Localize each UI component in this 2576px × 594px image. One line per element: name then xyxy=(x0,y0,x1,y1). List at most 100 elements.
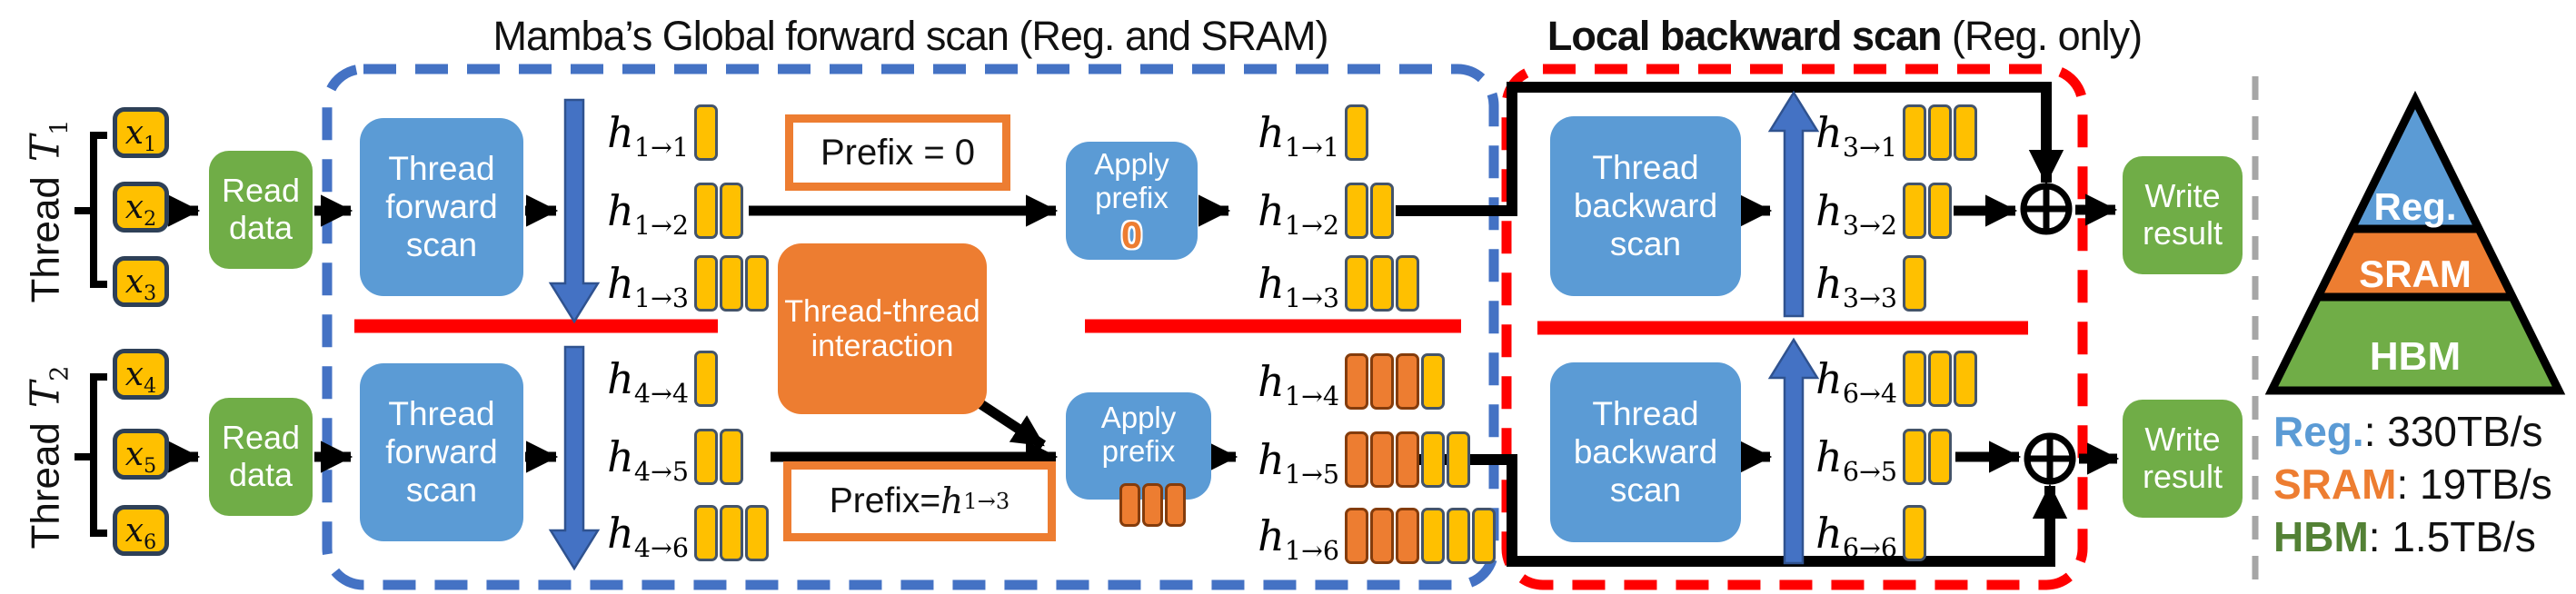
state-bar-yellow xyxy=(1396,255,1419,312)
state-bar-orange xyxy=(1370,431,1394,488)
state-bar-yellow xyxy=(1954,104,1977,161)
pyramid-label-reg: Reg. xyxy=(2373,185,2457,228)
h-state-row: h1→1 xyxy=(1228,102,1368,163)
state-bar-yellow xyxy=(694,255,718,312)
forward-scan-arrow-bottom xyxy=(548,345,601,571)
backward-scan-arrow-bottom xyxy=(1767,337,1820,565)
h-state-row: h3→1 xyxy=(1803,102,1977,163)
write-result-box-bottom: Write result xyxy=(2123,400,2243,518)
bracket-thread2 xyxy=(75,373,107,537)
state-bar-yellow xyxy=(694,104,718,161)
h-state-row: h1→2 xyxy=(582,180,743,242)
state-bar-yellow xyxy=(1903,429,1926,485)
apply-prefix-box-top: Apply prefix 0 xyxy=(1066,142,1198,260)
input-x1: x1 xyxy=(113,107,169,158)
state-bar-orange xyxy=(1370,508,1394,564)
thread-brackets xyxy=(75,132,107,537)
combine-operators xyxy=(2020,183,2076,485)
state-bar-yellow xyxy=(1472,508,1496,564)
state-bar-yellow xyxy=(1370,183,1394,239)
read-data-box-top: Read data xyxy=(209,151,313,269)
state-bar-orange xyxy=(1345,353,1368,410)
state-bar-yellow xyxy=(694,505,718,561)
state-bar-yellow xyxy=(1903,183,1926,239)
thread-backward-scan-box-bottom: Thread backward scan xyxy=(1550,362,1741,542)
state-bar-orange xyxy=(1396,431,1419,488)
state-bar-yellow xyxy=(1421,353,1445,410)
arrow-interaction-to-apply xyxy=(976,399,1047,450)
thread-row-separator-lines xyxy=(354,319,2028,335)
state-bar-yellow xyxy=(1928,429,1952,485)
legend-row-reg: Reg.: 330TB/s xyxy=(2273,408,2543,455)
pyramid-layer-hbm xyxy=(2272,297,2559,391)
state-bar-yellow xyxy=(1447,431,1470,488)
h-state-row: h1→4 xyxy=(1228,351,1445,412)
state-bar-yellow xyxy=(1447,508,1470,564)
h-state-row: h3→2 xyxy=(1803,180,1952,242)
state-bar-yellow xyxy=(1928,183,1952,239)
state-bar-yellow xyxy=(1903,104,1926,161)
input-x4: x4 xyxy=(113,349,169,400)
h-state-row: h1→3 xyxy=(1228,252,1419,314)
h-state-row: h1→6 xyxy=(1228,505,1496,567)
memory-pyramid xyxy=(2264,90,2566,395)
h-state-row: h6→6 xyxy=(1803,502,1926,564)
local-scan-title: Local backward scan (Reg. only) xyxy=(1547,13,2143,59)
state-bar-yellow xyxy=(1903,351,1926,407)
state-bar-orange xyxy=(1345,431,1368,488)
state-bar-yellow xyxy=(720,255,743,312)
backward-scan-arrow-top xyxy=(1767,90,1820,318)
local-backward-scan-container-border xyxy=(1501,64,2088,590)
state-bar-yellow xyxy=(1954,351,1977,407)
state-bar-yellow xyxy=(1903,255,1926,312)
thread-forward-scan-box-top: Thread forward scan xyxy=(360,118,523,296)
state-bar-yellow xyxy=(1928,351,1952,407)
state-bar-yellow xyxy=(1370,255,1394,312)
prefix-zero-label-box: Prefix = 0 xyxy=(785,114,1010,191)
state-bar-orange xyxy=(1396,353,1419,410)
state-bar-yellow xyxy=(720,429,743,485)
thread-forward-scan-box-bottom: Thread forward scan xyxy=(360,363,523,541)
h-state-row: h1→3 xyxy=(582,252,769,314)
bracket-thread1 xyxy=(75,132,107,288)
state-bar-orange xyxy=(1119,483,1140,527)
state-bar-yellow xyxy=(720,505,743,561)
pyramid-label-hbm: HBM xyxy=(2369,334,2462,379)
state-bar-yellow xyxy=(745,255,769,312)
input-x5: x5 xyxy=(113,429,169,480)
state-bar-yellow xyxy=(694,351,718,407)
h-state-row: h6→4 xyxy=(1803,348,1977,410)
write-result-box-top: Write result xyxy=(2123,156,2243,274)
thread-interaction-box: Thread-thread interaction xyxy=(778,243,987,414)
state-bar-orange xyxy=(1165,483,1186,527)
state-bar-yellow xyxy=(1421,431,1445,488)
pyramid-label-sram: SRAM xyxy=(2359,252,2472,295)
state-bar-orange xyxy=(1370,353,1394,410)
thread2-label: Thread T2 xyxy=(22,364,75,549)
state-bar-yellow xyxy=(1345,104,1368,161)
state-bar-orange xyxy=(1142,483,1163,527)
state-bar-yellow xyxy=(694,183,718,239)
h-state-row: h6→5 xyxy=(1803,426,1952,488)
input-x6: x6 xyxy=(113,505,169,556)
scan-order-arrows xyxy=(548,90,1820,571)
h-state-row: h4→4 xyxy=(582,348,718,410)
state-bar-yellow xyxy=(1903,505,1926,561)
apply-prefix-carry-bars xyxy=(1119,483,1186,527)
state-bar-yellow xyxy=(1345,255,1368,312)
h-state-row: h4→6 xyxy=(582,502,769,564)
h-state-row: h1→5 xyxy=(1228,429,1470,490)
global-forward-scan-container-border xyxy=(322,64,1499,590)
state-bar-yellow xyxy=(1345,183,1368,239)
pyramid-outline xyxy=(2264,90,2566,395)
apply-prefix-box-bottom: Apply prefix xyxy=(1066,392,1211,500)
legend-row-sram: SRAM: 19TB/s xyxy=(2273,460,2552,508)
h-state-row: h1→2 xyxy=(1228,180,1394,242)
state-bar-orange xyxy=(1396,508,1419,564)
oplus-icon xyxy=(2020,183,2073,235)
state-bar-yellow xyxy=(1928,104,1952,161)
legend-row-hbm: HBM: 1.5TB/s xyxy=(2273,513,2536,560)
